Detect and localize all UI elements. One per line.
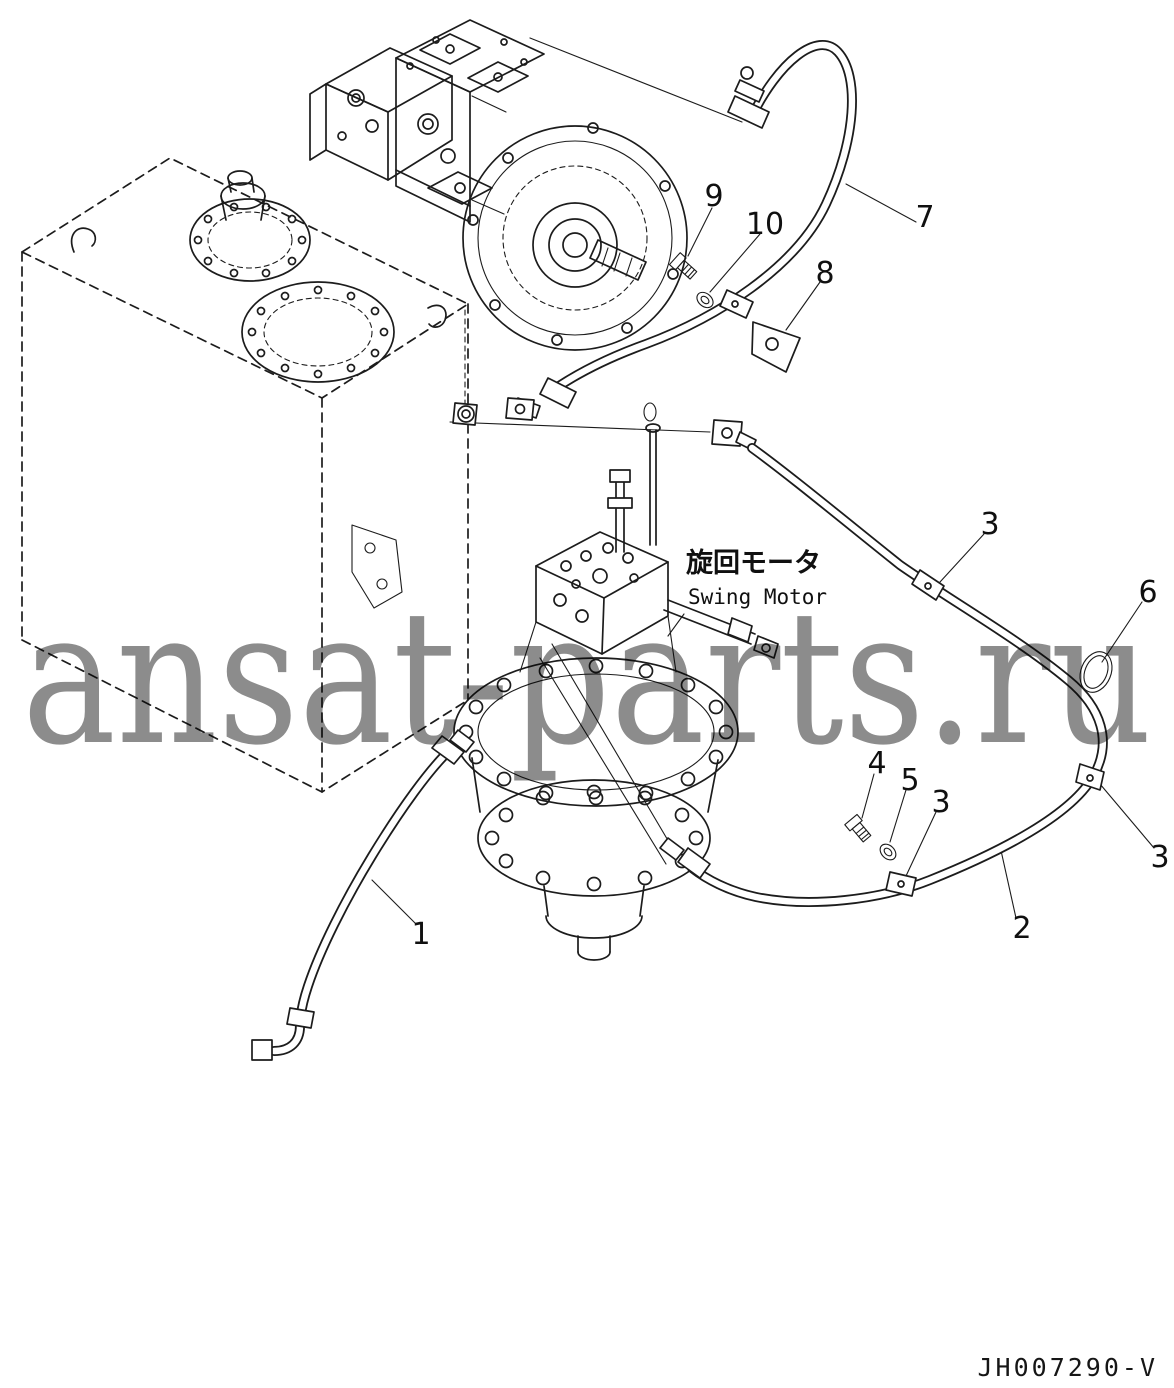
callout-1: 1: [411, 917, 430, 952]
callout-3-right: 3: [1150, 840, 1169, 875]
hose-2-end-fitting: [659, 837, 711, 879]
callout-7: 7: [915, 200, 934, 235]
bolt-9-icon: [668, 252, 698, 280]
hose-7: [551, 40, 857, 393]
hose-1-top-fitting: [431, 729, 475, 765]
swing-motor-label-jp: 旋回モータ: [686, 548, 821, 579]
clamp-plate-8: [751, 321, 801, 373]
flywheel-housing: [462, 122, 688, 351]
pump-assembly: [309, 19, 545, 223]
hydraulic-tank: [21, 157, 469, 793]
o-ring-6-icon: [1079, 651, 1113, 693]
hose-clamp-3-upper: [911, 569, 945, 601]
hose-1: [269, 743, 457, 1056]
callout-3-lower: 3: [931, 785, 950, 820]
hose-7-elbow-fitting: [727, 66, 770, 129]
callout-10: 10: [746, 207, 784, 242]
hose-1-elbow-fitting: [251, 1007, 315, 1061]
inline-connector-a: [452, 402, 478, 426]
inline-connector-b: [505, 397, 535, 421]
callout-4: 4: [867, 746, 886, 781]
tank-hook-right: [427, 304, 447, 328]
callout-2: 2: [1012, 911, 1031, 946]
washer-10-icon: [696, 291, 714, 309]
swing-motor: [453, 402, 779, 961]
drawing-number: JH007290-V: [977, 1353, 1158, 1382]
callout-6: 6: [1138, 575, 1157, 610]
watermark: ansat-parts.ru: [22, 570, 1152, 786]
hose-clamp-3-right: [1075, 763, 1105, 791]
filler-cap: [220, 170, 266, 221]
leader-lines: [371, 37, 1155, 925]
tank-bracket: [351, 524, 403, 609]
tank-cover-1: [189, 198, 311, 282]
tank-cover-2: [241, 281, 395, 383]
hose-clamp-3-lower: [885, 871, 917, 897]
hose-clamp-8-band: [719, 289, 754, 319]
washer-5-icon: [879, 843, 897, 861]
swing-motor-label-en: Swing Motor: [688, 585, 827, 609]
callout-3-upper: 3: [980, 507, 999, 542]
callout-5: 5: [900, 763, 919, 798]
callout-9: 9: [704, 179, 723, 214]
callout-8: 8: [815, 256, 834, 291]
tank-hook-left: [70, 227, 97, 253]
bolt-4-icon: [844, 813, 872, 843]
